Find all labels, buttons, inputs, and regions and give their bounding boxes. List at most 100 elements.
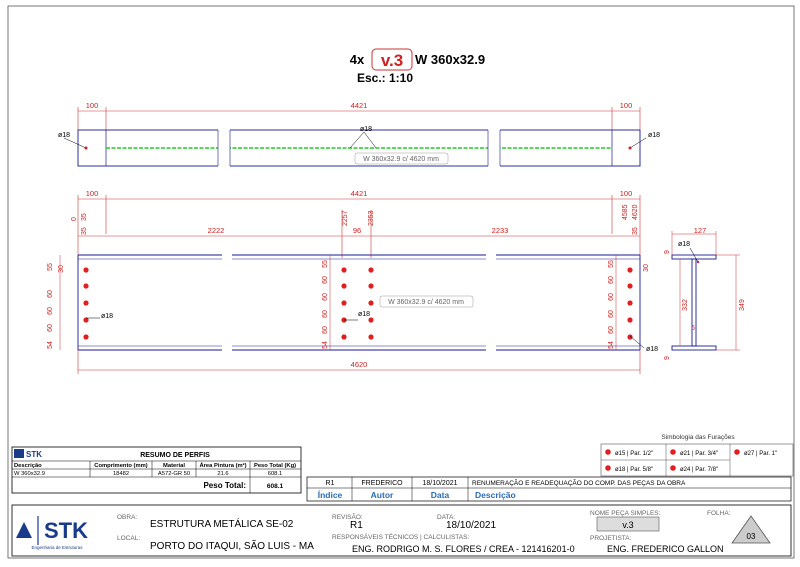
summary-total-label: Peso Total: [203, 481, 246, 490]
mid-spacing-55: 55 [322, 260, 329, 268]
revision-date: 18/10/2021 [422, 480, 457, 487]
bolt-hole [83, 334, 89, 340]
summary-table [11, 446, 302, 494]
data-label: DATA: [437, 514, 455, 521]
stk-logo: STK [44, 518, 88, 543]
front-view-beam [77, 254, 641, 351]
front-view-dimension-lines [77, 195, 641, 258]
responsaveis-value: ENG. RODRIGO M. S. FLORES / CREA - 12141… [352, 544, 575, 554]
left-spacing-30: 30 [58, 265, 65, 273]
top-hole-left: ø18 [58, 132, 70, 139]
obra-value: ESTRUTURA METÁLICA SE-02 [150, 517, 294, 530]
folha-label: FOLHA: [707, 510, 731, 517]
symbol-24: ø24 | Par. 7/8" [680, 467, 718, 473]
hole-marker [628, 146, 632, 150]
mid-spacing-54: 54 [322, 341, 329, 349]
left-spacing-55: 55 [47, 263, 54, 271]
sheet-number: 03 [747, 532, 756, 541]
top-view-dimension-lines [77, 107, 641, 130]
vlabel-0: 0 [71, 217, 78, 221]
right-spacing-60-a: 60 [608, 276, 615, 284]
bolt-hole [368, 300, 374, 306]
symbols-title: Simbologia das Furações [661, 434, 735, 441]
stk-logo-subtitle: Engenharia de Estruturas [31, 545, 83, 550]
local-value: PORTO DO ITAQUI, SÃO LUIS - MA [150, 539, 314, 552]
summary-header-desc: Descrição [14, 463, 42, 469]
top-dim-middle: 4421 [351, 101, 368, 110]
summary-row-material: A572-GR 50 [158, 471, 190, 477]
version-badge [371, 48, 413, 71]
sheet-frame [7, 5, 795, 559]
bolt-hole [368, 334, 374, 340]
hole-symbol-icon [605, 449, 611, 455]
left-spacing-54: 54 [47, 341, 54, 349]
break-mark [486, 252, 496, 353]
symbol-15: ø15 | Par. 1/2" [615, 451, 653, 457]
revision-header-index: Índice [318, 490, 343, 500]
vlabel-2353: 2353 [368, 210, 375, 226]
quantity-label: 4x [350, 52, 365, 67]
vlabel-4585: 4585 [622, 204, 629, 220]
summary-header-material: Material [163, 463, 185, 469]
bolt-hole [341, 300, 347, 306]
bolt-hole [83, 317, 89, 323]
left-spacing-60-b: 60 [47, 307, 54, 315]
top-view-beam [77, 129, 641, 167]
bolt-hole [341, 267, 347, 273]
overall-length: 4620 [351, 360, 368, 369]
projetista-value: ENG. FREDERICO GALLON [607, 544, 724, 554]
bolt-hole [627, 334, 633, 340]
section-width: 127 [694, 226, 707, 235]
top-hole-middle: ø18 [360, 126, 372, 133]
front-dim-middle: 4421 [351, 189, 368, 198]
projetista-label: PROJETISTA: [590, 535, 632, 542]
break-mark [222, 252, 232, 353]
summary-row-length: 18482 [113, 471, 129, 477]
section-web-height: 332 [682, 299, 689, 311]
stk-logo-icon [16, 522, 32, 538]
summary-logo-icon [14, 449, 24, 458]
vlabel-2257: 2257 [342, 210, 349, 226]
revision-description: RENUMERAÇÃO E READEQUAÇÃO DO COMP. DAS P… [472, 478, 686, 487]
bolt-hole [368, 317, 374, 323]
revision-header-author: Autor [371, 490, 394, 500]
front-view-callout: W 360x32.9 c/ 4620 mm [388, 299, 464, 306]
segment-dim-middle: 96 [353, 226, 361, 235]
right-spacing-60-c: 60 [608, 310, 615, 318]
local-label: LOCAL: [117, 535, 140, 542]
right-spacing-60-d: 60 [608, 326, 615, 334]
front-dim-left: 100 [86, 189, 99, 198]
front-hole-markers [83, 267, 633, 340]
right-side-30: 30 [643, 264, 650, 272]
break-mark [488, 128, 500, 168]
symbol-21: ø21 | Par. 3/4" [680, 451, 718, 457]
symbol-27: ø27 | Par. 1" [744, 451, 777, 457]
segment-dim-left: 2222 [208, 226, 225, 235]
profile-label: W 360x32.9 [415, 52, 485, 67]
mid-spacing-60-c: 60 [322, 310, 329, 318]
hole-symbol-icon [670, 449, 676, 455]
peca-box [596, 516, 660, 532]
bolt-hole [83, 267, 89, 273]
symbols-table [600, 443, 794, 477]
section-web-thickness: 6 [691, 325, 695, 332]
top-view-callout: W 360x32.9 c/ 4620 mm [363, 156, 439, 163]
front-hole-right: ø18 [646, 346, 658, 353]
summary-total-value: 608.1 [267, 483, 284, 490]
left-spacing-60-c: 60 [47, 324, 54, 332]
mid-spacing-60-b: 60 [322, 293, 329, 301]
revision-table [306, 476, 792, 502]
bolt-hole [627, 317, 633, 323]
hole-symbol-icon [670, 465, 676, 471]
version-label: v.3 [381, 51, 403, 70]
section-total-height: 349 [739, 299, 746, 311]
left-spacing-60-a: 60 [47, 290, 54, 298]
symbol-icons [605, 449, 740, 471]
bolt-hole [341, 283, 347, 289]
obra-label: OBRA: [117, 514, 137, 521]
peca-label: NOME PEÇA SIMPLES: [590, 510, 661, 517]
right-spacing-60-b: 60 [608, 293, 615, 301]
right-spacing-55: 55 [608, 260, 615, 268]
summary-row-desc: W 360x32.9 [14, 471, 45, 477]
